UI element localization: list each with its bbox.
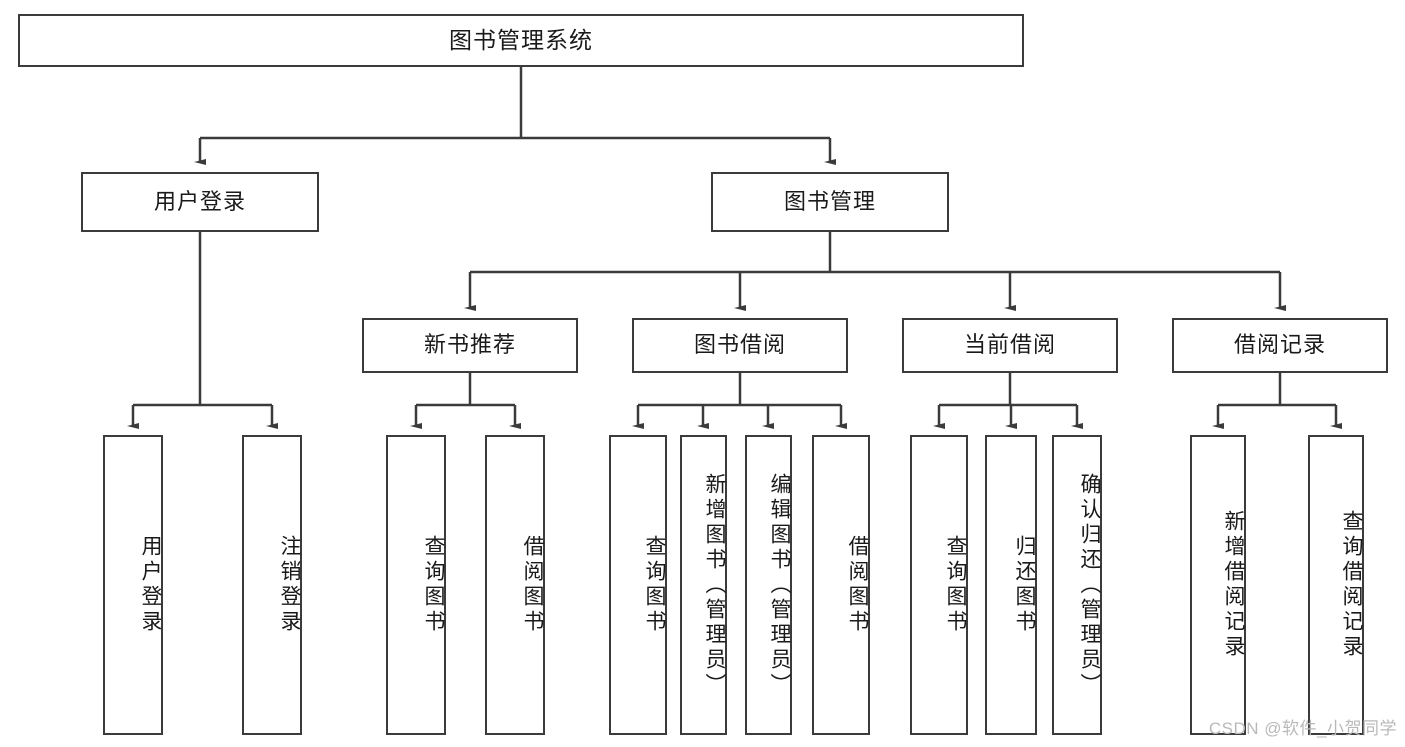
node-borrow-record[interactable]: 借阅记录: [1172, 318, 1388, 373]
node-leaf-user-login[interactable]: 用户登录: [103, 435, 163, 735]
node-leaf-query-borrow-record[interactable]: 查询借阅记录: [1308, 435, 1364, 735]
node-leaf-add-borrow-record[interactable]: 新增借阅记录: [1190, 435, 1246, 735]
node-leaf-add-book[interactable]: 新增图书（管理员）: [680, 435, 727, 735]
node-book-borrow[interactable]: 图书借阅: [632, 318, 848, 373]
node-leaf-edit-book[interactable]: 编辑图书（管理员）: [745, 435, 792, 735]
node-leaf-return-book[interactable]: 归还图书: [985, 435, 1037, 735]
node-leaf-confirm-return[interactable]: 确认归还（管理员）: [1052, 435, 1102, 735]
watermark: CSDN @软件_小贺同学: [1208, 719, 1397, 738]
node-leaf-logout[interactable]: 注销登录: [242, 435, 302, 735]
node-current-borrow[interactable]: 当前借阅: [902, 318, 1118, 373]
node-leaf-query-book-current[interactable]: 查询图书: [910, 435, 968, 735]
node-root[interactable]: 图书管理系统: [18, 14, 1024, 67]
node-leaf-query-book-borrow[interactable]: 查询图书: [609, 435, 667, 735]
node-user-login[interactable]: 用户登录: [81, 172, 319, 232]
node-new-book-recommend[interactable]: 新书推荐: [362, 318, 578, 373]
node-leaf-borrow-book[interactable]: 借阅图书: [812, 435, 870, 735]
node-leaf-borrow-book-recommend[interactable]: 借阅图书: [485, 435, 545, 735]
node-book-manage[interactable]: 图书管理: [711, 172, 949, 232]
node-leaf-query-book-recommend[interactable]: 查询图书: [386, 435, 446, 735]
